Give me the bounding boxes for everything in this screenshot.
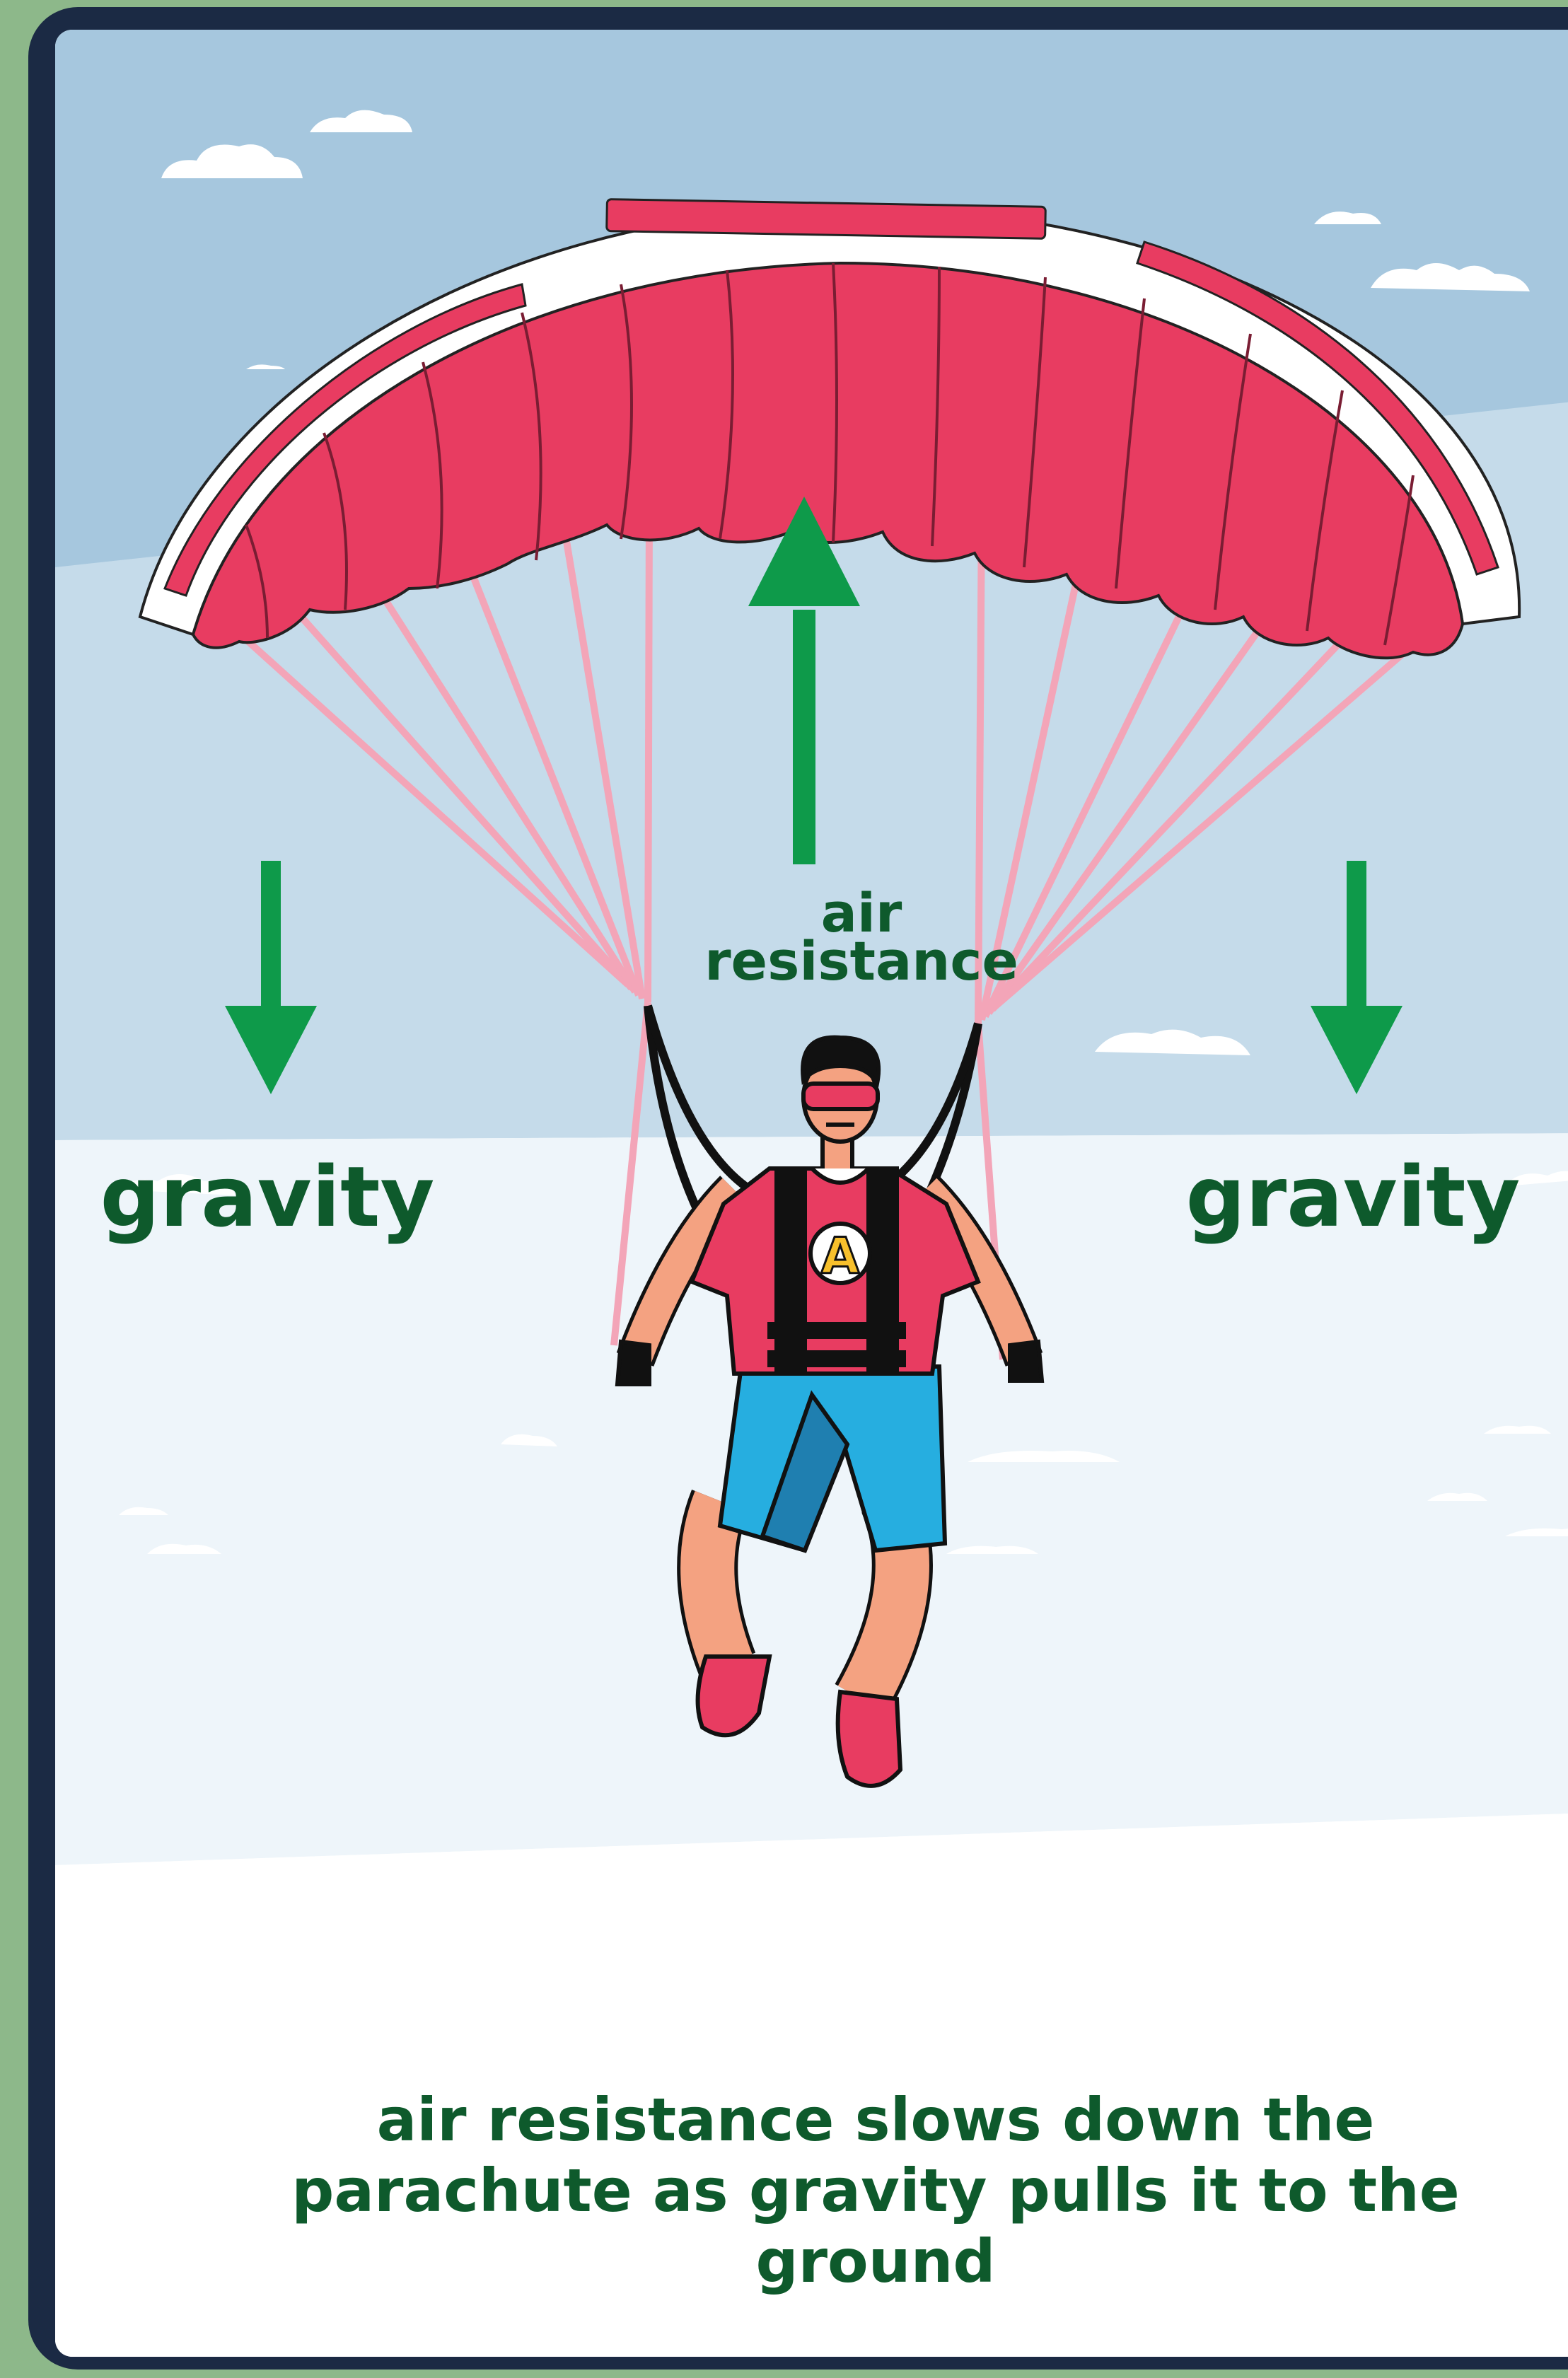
left-glove	[617, 1342, 649, 1384]
air-resistance-line-2: resistance	[635, 937, 1088, 985]
gravity-label-right: gravity	[1141, 1151, 1565, 1243]
svg-text:A: A	[821, 1227, 859, 1285]
air-resistance-label: air resistance	[635, 889, 1088, 985]
gravity-label-left: gravity	[55, 1151, 480, 1243]
diagram-caption: air resistance slows down the parachute …	[239, 2084, 1512, 2297]
right-glove	[1010, 1342, 1042, 1381]
caption-line-3: ground	[239, 2226, 1512, 2297]
caption-line-2: parachute as gravity pulls it to the	[239, 2155, 1512, 2226]
caption-line-1: air resistance slows down the	[239, 2084, 1512, 2155]
diagram-sheet: A gravity gravity air resistance air res…	[55, 30, 1568, 2357]
goggles	[803, 1084, 878, 1109]
right-shoe	[838, 1692, 900, 1786]
